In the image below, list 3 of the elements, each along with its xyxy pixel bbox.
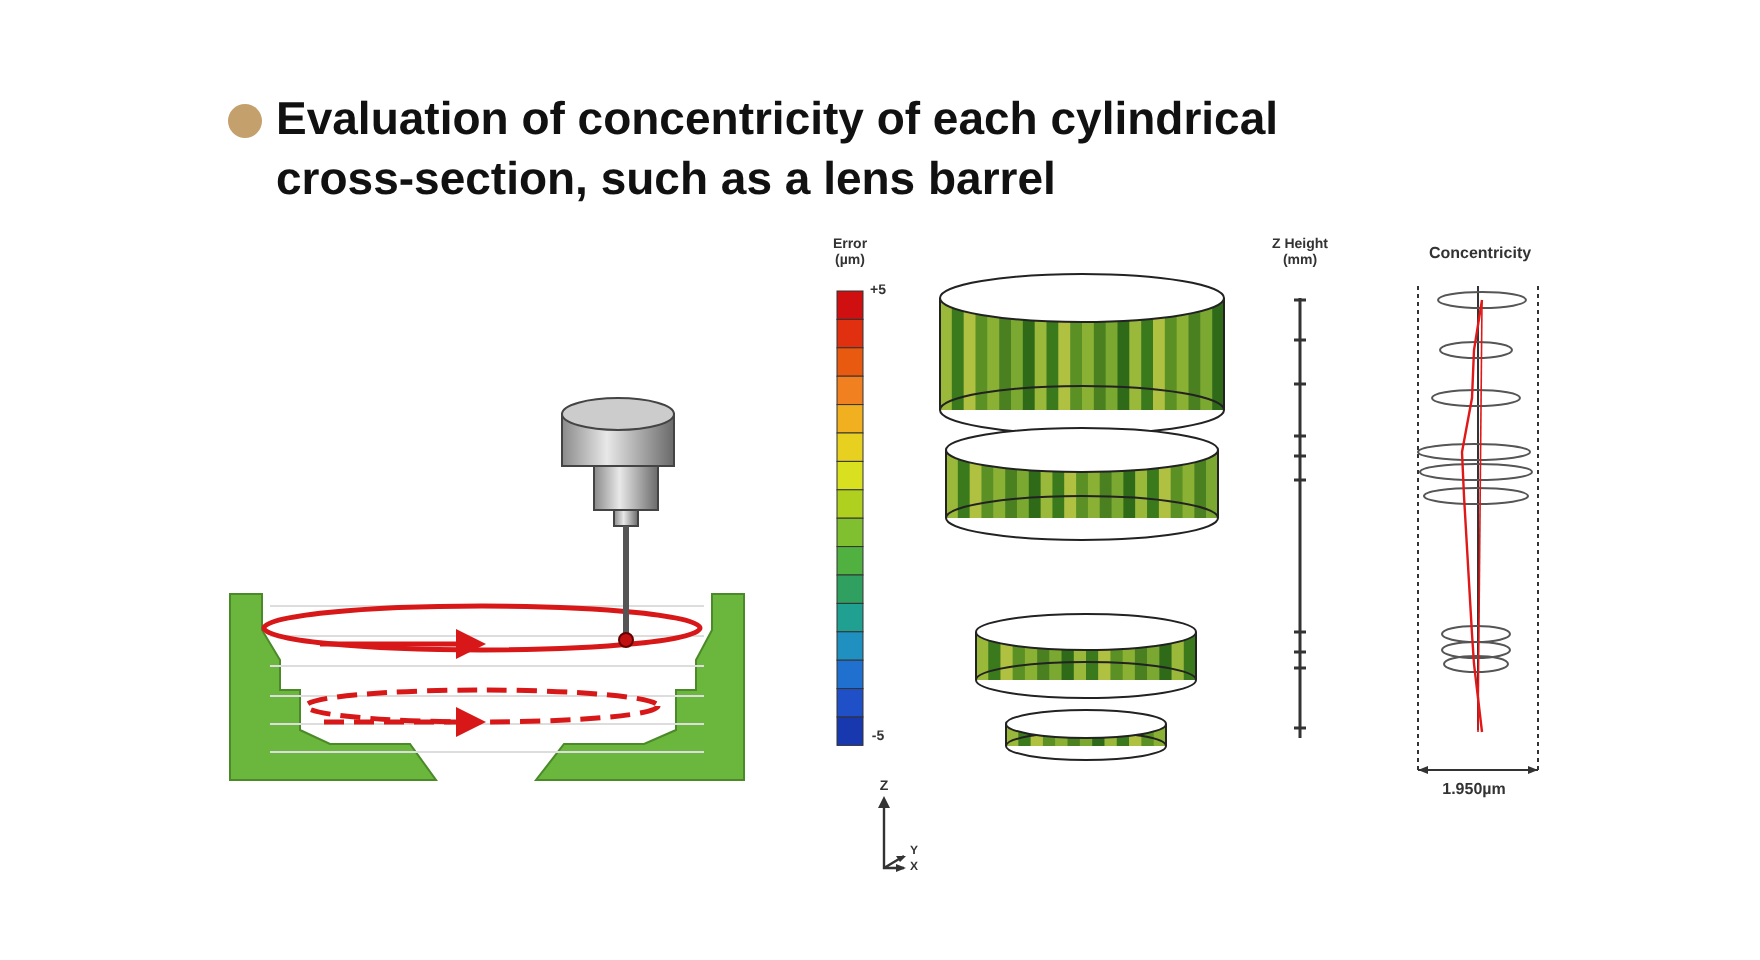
dimension-label: 1.950µm [1440, 780, 1508, 799]
chart-label: Concentricity [1426, 244, 1534, 263]
title: Evaluation of concentricity of each cylindrical cross-section, such as a lens barrel [276, 90, 1281, 208]
